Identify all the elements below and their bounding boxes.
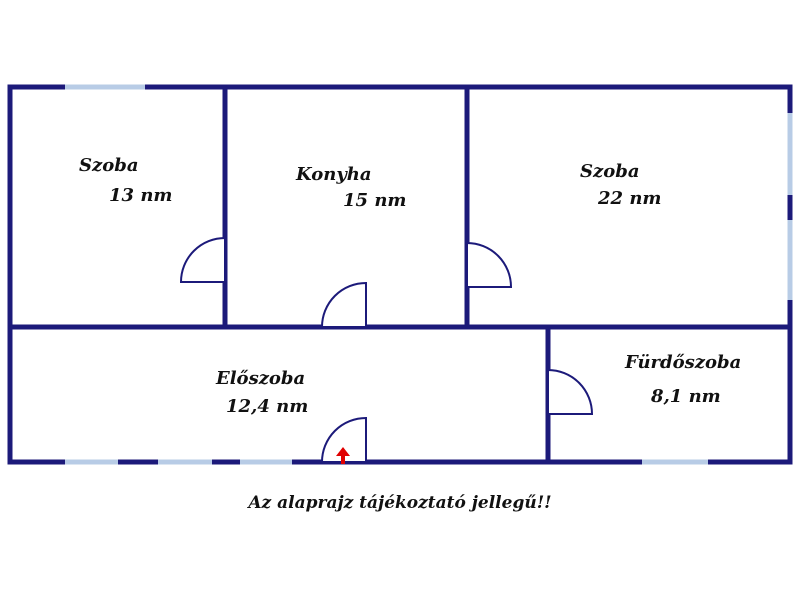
room-3-area: 22 nm [597, 188, 661, 209]
room-3-name: Szoba [580, 161, 639, 182]
room-5-name: Fürdőszoba [624, 352, 741, 373]
door-szoba-right [466, 241, 513, 288]
room-1-name: Szoba [79, 155, 138, 176]
room-labels: Szoba 13 nm Konyha 15 nm Szoba 22 nm Elő… [79, 155, 741, 417]
room-2-name: Konyha [295, 164, 372, 185]
door-szoba-left [179, 236, 226, 283]
entry-arrow-icon [336, 447, 350, 464]
windows [65, 84, 793, 465]
doors [179, 236, 594, 463]
room-2-area: 15 nm [343, 190, 406, 211]
door-furdoszoba [547, 368, 594, 415]
door-konyha [320, 281, 367, 328]
room-4-name: Előszoba [215, 368, 305, 389]
room-4-area: 12,4 nm [226, 396, 308, 417]
room-5-area: 8,1 nm [650, 386, 721, 407]
disclaimer-caption: Az alaprajz tájékoztató jellegű!! [246, 493, 551, 513]
room-1-area: 13 nm [109, 185, 172, 206]
